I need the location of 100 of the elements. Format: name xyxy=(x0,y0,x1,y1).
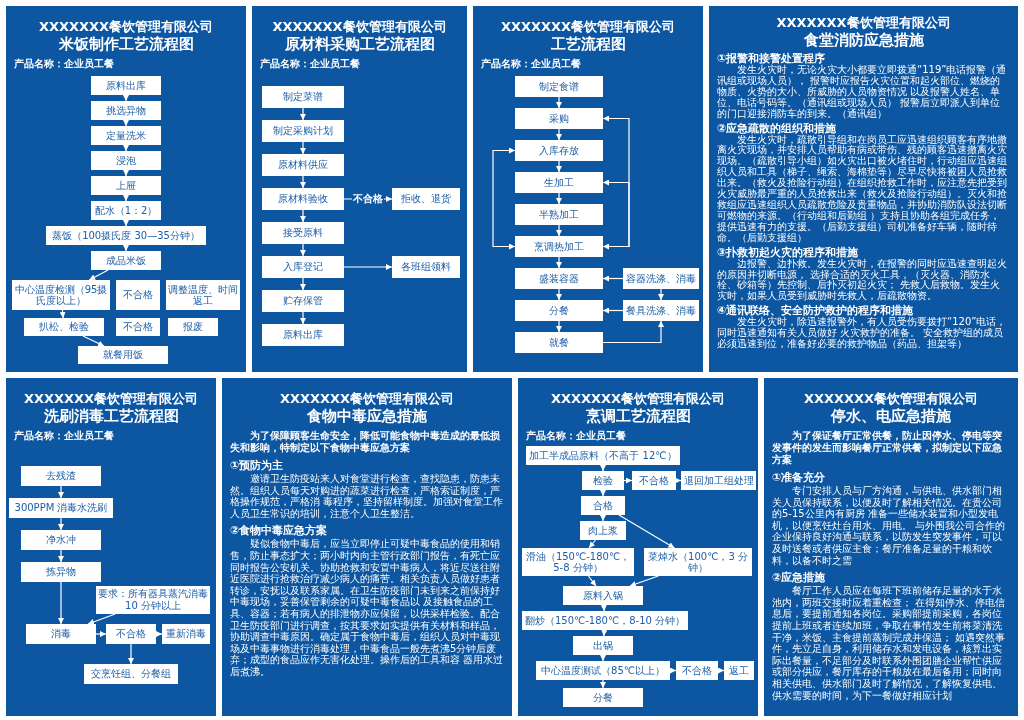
product-label: 产品名称：企业员工餐 xyxy=(260,57,361,71)
process-box: 原料入锅 xyxy=(563,586,643,605)
process-box: 半熟加工 xyxy=(515,204,603,225)
process-box: 成品米饭 xyxy=(91,251,161,270)
company-title: XXXXXXX餐饮管理有限公司 xyxy=(775,14,952,31)
chart-title: 食堂消防应急措施 xyxy=(802,31,925,50)
arrow xyxy=(87,613,116,625)
section-heading: ①准备充分 xyxy=(772,471,827,485)
arrow xyxy=(300,277,306,291)
panel xyxy=(6,6,246,372)
process-box: 加工半成品原料（不高于 12℃） xyxy=(526,446,680,465)
process-box: 扒松、检验 xyxy=(24,318,104,336)
arrow xyxy=(95,631,107,637)
arrow xyxy=(492,147,516,250)
process-box: 入库登记 xyxy=(262,256,344,278)
arrow xyxy=(300,209,306,223)
paragraph: 发生火灾时，无论火灾大小都要立即拨通“119”电话报警（通讯组或现场人员）， 报警时应报告火灾位置和起火部位、燃烧的物质、火势的大小、所威胁的人员物资情况 以及报警人姓名、单位、电话号码等。（通讯组或现场人员） 报警后立即派人到单位的门口迎接消防车的到来。（通讯组） xyxy=(717,65,1008,120)
process-box: 餐具洗涤、消毒 xyxy=(623,300,699,321)
process-box: 生加工 xyxy=(515,172,603,193)
intro-text: 为了保证餐厅正常供餐，防止因停水、停电等突发事件的发生而影响餐厅正常供餐，拟制定以下应急方案 xyxy=(772,430,1003,466)
chart-title: 停水、电应急措施 xyxy=(829,407,952,426)
arrow xyxy=(123,219,129,227)
chart-title: 米饭制作工艺流程图 xyxy=(57,35,195,54)
arrow xyxy=(600,679,606,689)
arrow xyxy=(675,477,682,484)
process-box: 接受原料 xyxy=(262,222,344,244)
arrow xyxy=(623,477,633,484)
arrow xyxy=(82,335,105,347)
paragraph: 餐厅工作人员应在每班下班前储存足量的水于水池内，两班交接时应着重检查； 在得知停水、停电信息后，要提前通知各岗位。采购部提前采购，各岗位提前上班或者连续加班，争取在事情发生前将菜清洗干净，米饭、主食提前蒸制完成并保温； 如遇突然事件，先立足自身，利用储存水和发电设备，核算出实际出餐量，不足部分及时联系外围团膳企业帮忙供应或部分供应，餐厅库存的干粮放在最后备用；同时向相关供电、供水部门及时了解情况，了解恢复供电、供水需要的时间，为下一餐做好相应计划 xyxy=(772,585,1007,702)
process-box: 退回加工组处理 xyxy=(681,471,756,490)
arrow xyxy=(58,517,64,531)
arrow xyxy=(300,175,306,189)
process-box: 分餐 xyxy=(563,688,643,707)
paragraph: 发生火灾时，除迅速报警外，有人员受伤要拨打“120”电话，同时迅速通知有关人员做好 火灾救护的准备。 安全救护组的成员必须迅速到位，准备好必要的救护物品（药品、担架等） xyxy=(717,317,1008,350)
process-box: 不合格 xyxy=(116,280,160,310)
process-box: 容器洗涤、消毒 xyxy=(623,268,699,289)
process-box: 制定菜谱 xyxy=(262,86,344,108)
section-heading: ③扑救初起火灾的程序和措施 xyxy=(717,245,859,259)
panel xyxy=(709,6,1018,372)
process-box: 不合格 xyxy=(106,624,156,644)
process-box: 出锅 xyxy=(573,636,633,655)
arrow xyxy=(602,275,624,282)
arrow xyxy=(123,94,129,102)
arrow xyxy=(556,288,562,301)
arrow xyxy=(123,244,129,252)
process-box: 菜焯水（100℃，3 分钟） xyxy=(644,548,752,576)
arrow xyxy=(602,179,630,248)
chart-title: 烹调工艺流程图 xyxy=(584,407,692,426)
arrow xyxy=(600,464,606,472)
section-heading: ②应急疏散的组织和措施 xyxy=(717,121,837,135)
product-label: 产品名称：企业员工餐 xyxy=(526,429,627,443)
panel xyxy=(473,6,703,372)
process-box: 消毒 xyxy=(26,624,96,644)
process-box: 中心温度测试（85℃以上） xyxy=(536,661,670,680)
arrow xyxy=(123,169,129,177)
process-box: 烹调热加工 xyxy=(515,236,603,257)
company-title: XXXXXXX餐饮管理有限公司 xyxy=(278,390,456,407)
chart-title: 洗刷消毒工艺流程图 xyxy=(42,407,180,426)
chart-title: 原材料采购工艺流程图 xyxy=(283,35,436,54)
company-title: XXXXXXX餐饮管理有限公司 xyxy=(499,18,677,35)
arrow xyxy=(556,320,562,333)
process-box: 检验 xyxy=(582,471,624,490)
arrow xyxy=(600,489,606,497)
process-box: 挑选异物 xyxy=(91,101,161,120)
arrow xyxy=(300,311,306,325)
arrow xyxy=(601,629,608,637)
arrow xyxy=(300,141,306,155)
arrow xyxy=(600,604,607,612)
process-box: 去残渣 xyxy=(21,466,101,486)
section-heading: ①预防为主 xyxy=(230,459,285,473)
arrow xyxy=(123,144,129,152)
paragraph: 疑似食物中毒后，应当立即停止可疑中毒食品的使用和销售，防止事态扩大；两小时内向主管行政部门报告，有死亡应同时报告公安机关。协助抢救和安置中毒病人，将近尽送往附近医院进行抢救治疗减少病人的痛苦。相关负责人员做好患者转诊，安抚以及联系家属。在卫生防疫部门未到来之前保持好中毒现场，妥善保管剩余的可疑中毒食品以 及接触食品的工具、容器；若有病人的排泄物亦应保留，以供采样检验。配合卫生防疫部门进行调查，按其要求如实提供有关材料和样品，协助调查中毒原因。确定属于食物中毒后，组织人员对中毒现场及中毒事物进行消毒处理，中毒食品一般先煮沸5分钟后废弃；成型的食品应作无害化处理。操作后的工具和容 器用水过后煮沸。 xyxy=(230,538,504,678)
process-box: 300PPM 消毒水洗刷 xyxy=(9,498,113,518)
process-box: 原材料验收 xyxy=(262,188,344,210)
process-box: 翻炒（150℃-180℃，8-10 分钟） xyxy=(522,611,688,630)
process-box: 返工 xyxy=(724,661,754,680)
arrow xyxy=(556,96,562,109)
arrow xyxy=(300,243,306,257)
panel xyxy=(252,6,467,372)
chart-title: 食物中毒应急措施 xyxy=(306,407,428,426)
arrow xyxy=(658,288,664,301)
arrow xyxy=(128,643,134,665)
arrow xyxy=(123,119,129,127)
process-box: 原材料供应 xyxy=(262,154,344,176)
process-box: 配水（1：2） xyxy=(91,201,161,220)
arrow xyxy=(300,107,306,121)
company-title: XXXXXXX餐饮管理有限公司 xyxy=(271,18,448,35)
product-label: 产品名称：企业员工餐 xyxy=(14,57,115,71)
process-box: 拒收、退货 xyxy=(392,188,460,210)
panel xyxy=(764,378,1018,716)
arrow xyxy=(588,539,597,549)
process-box: 就餐 xyxy=(515,332,603,353)
arrow xyxy=(155,631,163,637)
paragraph: 邀请卫生防疫站来人对食堂进行检查，查找隐患，防患未然。组织人员每天对购进的蔬菜进行检查，严格索证制度，严格操作规范，严格消 毒程序，坚持留样制度。加强对食堂工作人员卫生常识的培训，注意个人卫生整洁。 xyxy=(230,473,504,520)
process-box: 贮存保管 xyxy=(262,290,344,312)
company-title: XXXXXXX餐饮管理有限公司 xyxy=(802,390,980,407)
process-box: 制定采购计划 xyxy=(262,120,344,142)
note-box: 要求：所有器具蒸汽消毒 10 分钟以上 xyxy=(96,586,210,614)
arrow xyxy=(58,549,64,563)
arrow xyxy=(556,192,562,205)
